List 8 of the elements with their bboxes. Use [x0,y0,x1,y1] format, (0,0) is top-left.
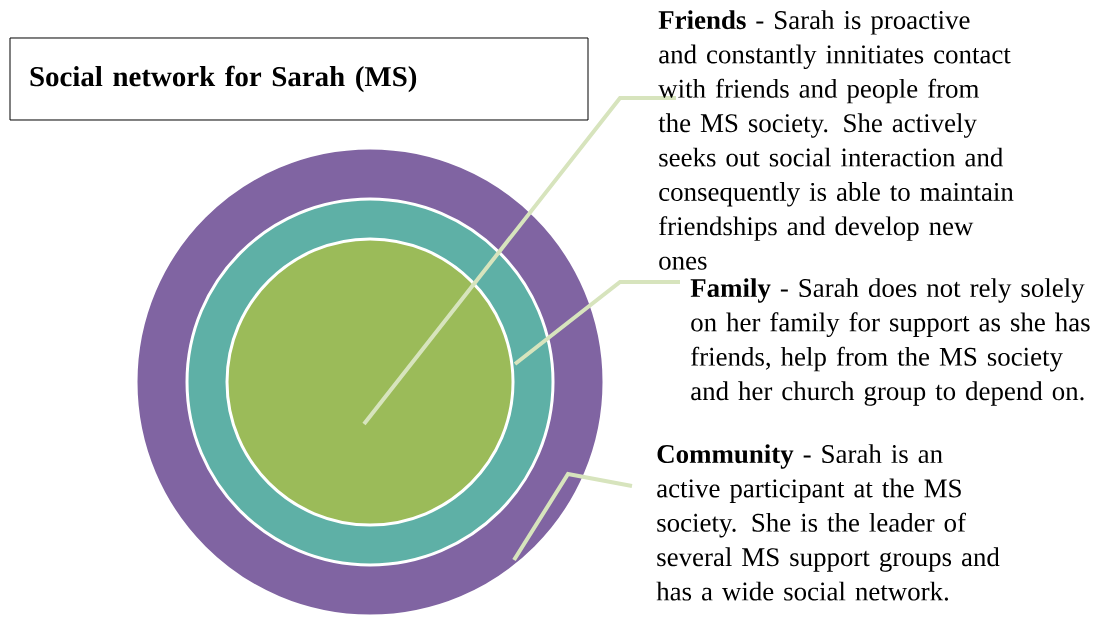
description-text: Family - Sarah does not rely solely on her family for support as she has friends, help from the MS society and her church group to depend on. [690,278,1090,406]
description-text: Friends - Sarah is proactive and constantly innitiates contact with friends and people from the MS society. She actively seeks out social interaction and consequently is able to maintain friendships and develop new ones [658,10,1014,270]
description-text: Community - Sarah is an active participant at the MS society. She is the leader of several MS support groups and has a wide social network. [656,444,1000,601]
leader-line [513,280,680,366]
title-box: Social network for Sarah (MS) [9,37,589,121]
leader-line [362,96,676,426]
leader-line [512,471,633,562]
ring-shape [225,237,515,527]
